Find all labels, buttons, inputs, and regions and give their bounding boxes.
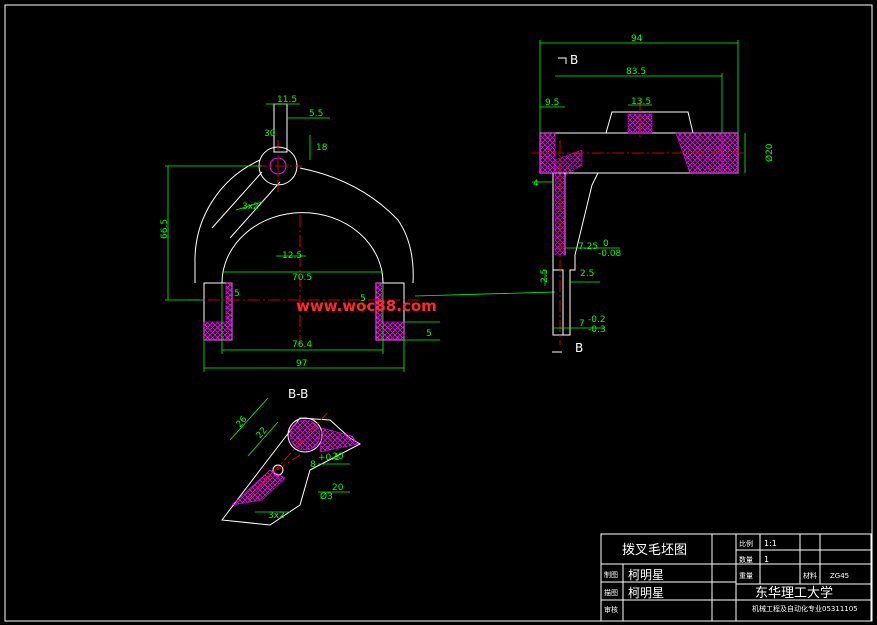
section-title: B-B (288, 387, 308, 401)
dim-5-left: 5 (234, 289, 240, 299)
tol-upper-a: 0 (603, 239, 609, 249)
fork-inner-outline (221, 212, 384, 284)
dim-4: 4 (533, 179, 539, 189)
dim-5-5: 5.5 (309, 109, 323, 119)
material-label: 材料 (803, 571, 817, 580)
tol-upper-b: -0.2 (588, 315, 606, 325)
fork-outer-outline (194, 159, 261, 283)
section-centerlines (247, 409, 331, 501)
material-value: ZG45 (830, 572, 849, 580)
left-prong-hatch-side (225, 282, 233, 323)
section-mark-top: B (570, 53, 578, 67)
drafter-name: 柯明星 (628, 568, 664, 582)
front-dimension-lines (165, 103, 440, 372)
sec-dim-8: 8 (310, 460, 316, 470)
designer-name: 柯明星 (628, 586, 664, 600)
sec-dim-22: 22 (255, 426, 270, 441)
dim-2-5-right: 2.5 (580, 269, 594, 279)
leg-step (553, 269, 564, 335)
sec-dim-20a: 20 (332, 452, 344, 462)
hub-boss (273, 103, 288, 153)
dim-18: 18 (316, 143, 328, 153)
department: 机械工程及自动化专业05311105 (752, 604, 858, 613)
right-prong-hatch-side (375, 282, 383, 323)
section-mark-bottom: B (575, 341, 583, 355)
section-hatch-lower (231, 469, 286, 506)
reviewer-label: 审核 (604, 605, 618, 614)
section-hub-hatch (289, 419, 321, 451)
scale-value: 1:1 (764, 539, 777, 548)
dim-70-5: 70.5 (292, 273, 312, 283)
dim-7-25: 7.25 (578, 242, 598, 252)
fork-arm (211, 171, 281, 239)
quantity-label: 数量 (739, 555, 753, 564)
dim-3x2: 3x2 (242, 202, 259, 212)
dim-9-5: 9.5 (545, 98, 559, 108)
dim-13-5: 13.5 (631, 97, 651, 107)
school-name: 东华理工大学 (755, 585, 833, 601)
quantity-value: 1 (764, 555, 769, 564)
left-prong-hatch (203, 321, 233, 341)
drawing-name: 拨叉毛坯图 (622, 543, 687, 558)
sec-dim-20b: 20 (332, 483, 344, 493)
sec-dim-dia-3: Ø3 (320, 491, 333, 502)
leg-outline (552, 172, 599, 336)
dim-94: 94 (631, 34, 643, 44)
drafter-label: 制图 (604, 570, 618, 579)
fork-right-outer (299, 167, 414, 284)
sec-dim-26: 26 (235, 414, 250, 429)
watermark: www.woc88.com (296, 297, 437, 315)
leg-hatch (554, 149, 583, 256)
section-markers (552, 57, 567, 353)
dim-97: 97 (296, 359, 307, 369)
dim-dia-20: Ø20 (764, 143, 775, 162)
title-block (600, 533, 872, 622)
weight-label: 重量 (739, 572, 753, 580)
drawing-frame (4, 4, 873, 622)
shaft-top-boss (605, 111, 694, 134)
projection-line (414, 291, 556, 297)
front-centerlines (188, 140, 420, 345)
dim-5-bottom: 5 (426, 329, 432, 339)
designer-label: 描图 (604, 588, 618, 597)
section-dimension-lines (229, 397, 350, 513)
right-prong-hatch (375, 321, 405, 341)
dim-2-5-left: 2.5 (540, 269, 550, 283)
scale-label: 比例 (739, 539, 753, 548)
dim-12-5: 12.5 (282, 251, 302, 261)
dim-11-5: 11.5 (277, 95, 297, 105)
section-hatch (319, 427, 359, 453)
dim-76-4: 76.4 (292, 340, 312, 350)
dim-66-5: 66.5 (160, 219, 170, 239)
sec-tol: +0.1 (318, 453, 340, 463)
dim-5-right: 5 (360, 294, 366, 304)
side-dimension-lines (532, 40, 746, 329)
side-centerlines (532, 100, 745, 345)
tol-lower-a: -0.08 (598, 249, 622, 259)
tol-lower-b: -0.3 (588, 325, 606, 335)
dim-30: 30 (264, 129, 276, 139)
sec-dim-3x2: 3x2 (268, 511, 285, 521)
dim-83-5: 83.5 (626, 67, 646, 77)
dim-7: 7 (579, 319, 585, 329)
